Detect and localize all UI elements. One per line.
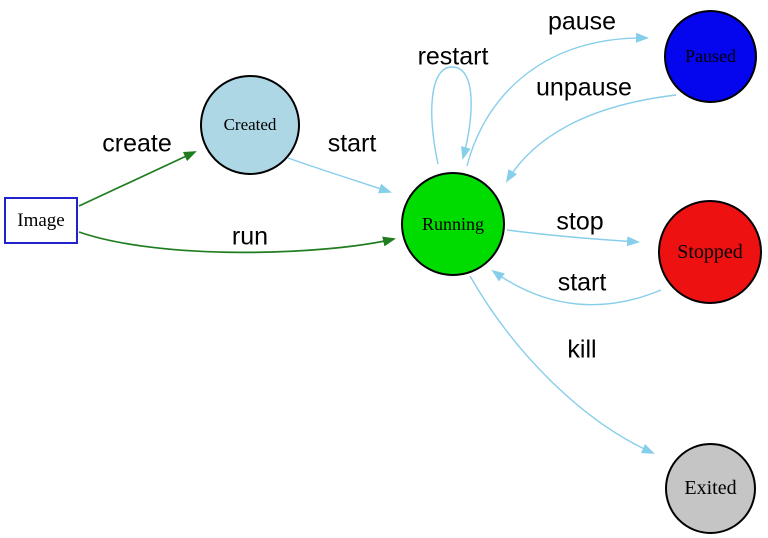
- node-image-label: Image: [17, 209, 65, 231]
- edge-restart-self-loop: [431, 66, 472, 165]
- node-running-label: Running: [421, 213, 484, 234]
- node-image: Image: [4, 197, 78, 244]
- edge-run: [78, 231, 396, 254]
- edge-unpause: [505, 94, 677, 183]
- node-paused: Paused: [664, 10, 757, 103]
- edge-label-unpause: unpause: [536, 73, 632, 102]
- edge-label-stop: stop: [556, 207, 604, 236]
- node-stopped: Stopped: [658, 200, 762, 304]
- edge-stop: [506, 229, 640, 247]
- node-stopped-label: Stopped: [677, 240, 743, 263]
- node-exited-label: Exited: [684, 477, 737, 499]
- edge-label-pause: pause: [547, 7, 617, 36]
- node-created-label: Created: [223, 115, 277, 134]
- edge-label-create: create: [102, 129, 172, 158]
- edge-create: [78, 151, 197, 207]
- edge-label-start-created-running: start: [327, 129, 377, 158]
- edge-label-restart: restart: [417, 42, 489, 71]
- edge-label-start-stopped-running: start: [557, 268, 607, 297]
- edge-pause: [466, 32, 649, 167]
- edge-kill: [469, 275, 655, 454]
- node-running: Running: [401, 172, 505, 276]
- node-created: Created: [200, 75, 300, 175]
- edge-label-run: run: [231, 222, 269, 251]
- node-paused-label: Paused: [685, 46, 736, 66]
- edge-start-created-running: [287, 157, 392, 194]
- edge-label-kill: kill: [567, 335, 597, 364]
- edge-start-stopped-running: [491, 269, 662, 306]
- node-exited: Exited: [665, 443, 756, 534]
